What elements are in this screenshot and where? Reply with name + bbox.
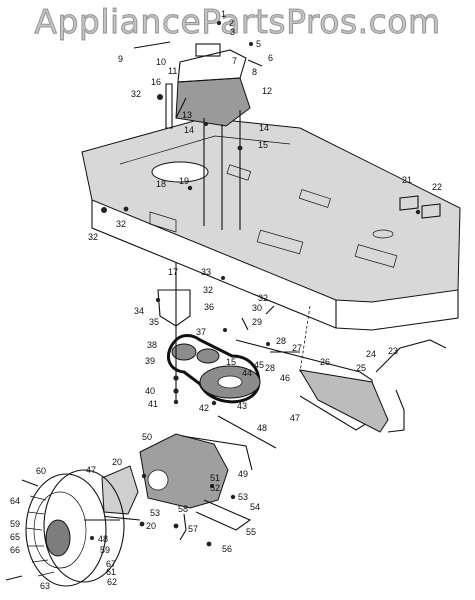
callout-20: 20	[112, 457, 123, 467]
callout-31a: 32	[131, 89, 142, 99]
callout-22: 22	[432, 182, 443, 192]
callout-18: 18	[156, 179, 167, 189]
callout-39: 39	[145, 356, 156, 366]
callout-54: 54	[250, 502, 261, 512]
callout-59: 59	[10, 519, 21, 529]
callout-29: 29	[252, 317, 263, 327]
callout-19: 19	[179, 176, 190, 186]
callout-17: 17	[168, 267, 179, 277]
callout-42: 42	[199, 403, 210, 413]
callout-27: 27	[292, 343, 303, 353]
callout-38: 38	[147, 340, 158, 350]
wheel-bracket	[99, 465, 141, 521]
callout-21: 21	[402, 175, 413, 185]
callout-59b: 59	[100, 545, 111, 555]
callout-50: 50	[142, 432, 153, 442]
callout-10: 10	[156, 57, 167, 67]
drive-belt-assembly	[157, 262, 261, 404]
callout-12: 12	[262, 86, 273, 96]
callout-14b: 14	[184, 125, 195, 135]
callout-5: 5	[256, 39, 262, 49]
callout-48: 48	[257, 423, 268, 433]
callout-26: 26	[320, 357, 331, 367]
callout-28b: 28	[265, 363, 276, 373]
callout-44: 44	[242, 368, 253, 378]
callout-47b: 47	[86, 465, 97, 475]
callout-13: 13	[182, 110, 193, 120]
callout-32: 32	[203, 285, 214, 295]
transmission	[139, 433, 253, 541]
callout-37: 37	[196, 327, 207, 337]
callout-31c: 32	[116, 219, 127, 229]
callout-40: 40	[145, 386, 156, 396]
callout-36: 36	[204, 302, 215, 312]
callout-28: 28	[276, 336, 287, 346]
callout-8: 8	[252, 67, 258, 77]
callout-43: 43	[237, 401, 248, 411]
callout-66: 66	[10, 545, 21, 555]
callout-2: 2	[229, 18, 235, 28]
callout-34: 34	[134, 306, 145, 316]
callout-60: 60	[36, 466, 47, 476]
callout-63: 63	[40, 581, 51, 591]
callout-47: 47	[290, 413, 301, 423]
callout-56: 56	[222, 544, 233, 554]
callout-3: 3	[230, 27, 236, 37]
callout-46: 46	[280, 373, 291, 383]
callout-61: 61	[106, 567, 117, 577]
callout-45: 45	[254, 360, 265, 370]
callout-67: 67	[106, 559, 117, 569]
callout-35: 35	[149, 317, 160, 327]
callout-49: 49	[238, 469, 249, 479]
callout-25: 25	[356, 363, 367, 373]
shift-linkage	[217, 305, 447, 449]
callout-11: 11	[168, 66, 178, 76]
callout-24: 24	[366, 349, 377, 359]
callout-41: 41	[148, 399, 159, 409]
callout-6: 6	[268, 53, 274, 63]
callout-30: 30	[252, 303, 263, 313]
callout-57: 57	[188, 524, 199, 534]
callout-15: 15	[258, 140, 269, 150]
callout-23: 23	[388, 346, 399, 356]
rear-wheel	[25, 469, 125, 587]
callout-20b: 20	[146, 521, 157, 531]
callout-53b: 53	[150, 508, 161, 518]
callout-14: 14	[259, 123, 270, 133]
callout-51: 51	[210, 473, 221, 483]
callout-15b: 15	[226, 357, 237, 367]
callout-31b: 32	[88, 232, 99, 242]
callout-9: 9	[118, 54, 124, 64]
callout-33: 33	[201, 267, 212, 277]
hardware	[5, 20, 441, 581]
callout-53: 53	[238, 492, 249, 502]
callout-62: 62	[107, 577, 118, 587]
deck-plate	[81, 117, 461, 331]
callout-52: 52	[210, 483, 221, 493]
callout-16: 16	[151, 77, 162, 87]
callout-55: 55	[246, 527, 257, 537]
callout-64: 64	[10, 496, 21, 506]
callout-31d: 32	[258, 293, 269, 303]
callout-1: 1	[221, 9, 227, 19]
gear-housing	[165, 43, 251, 230]
callout-48b: 48	[98, 534, 109, 544]
callout-7: 7	[232, 56, 238, 66]
callout-58: 58	[178, 504, 189, 514]
callout-65: 65	[10, 532, 21, 542]
